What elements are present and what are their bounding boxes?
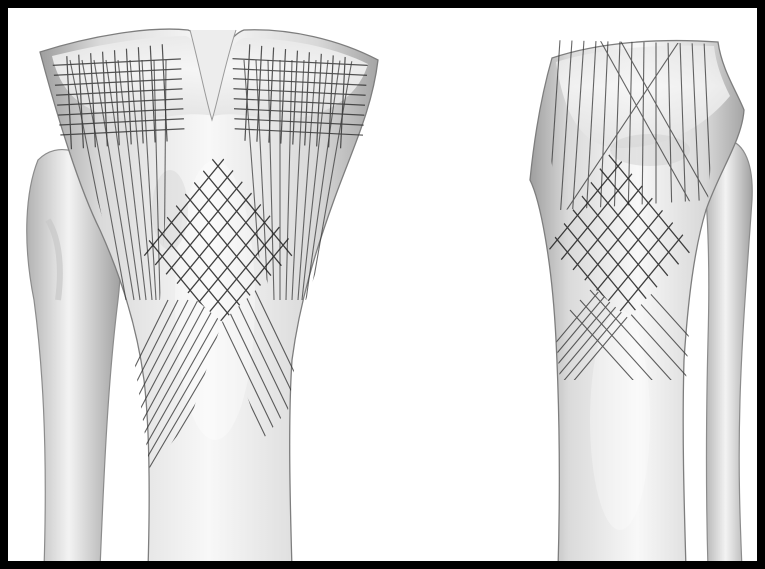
fibula-right bbox=[704, 140, 752, 569]
lateral-view-panel bbox=[504, 40, 752, 569]
anterior-view-panel bbox=[27, 29, 380, 569]
